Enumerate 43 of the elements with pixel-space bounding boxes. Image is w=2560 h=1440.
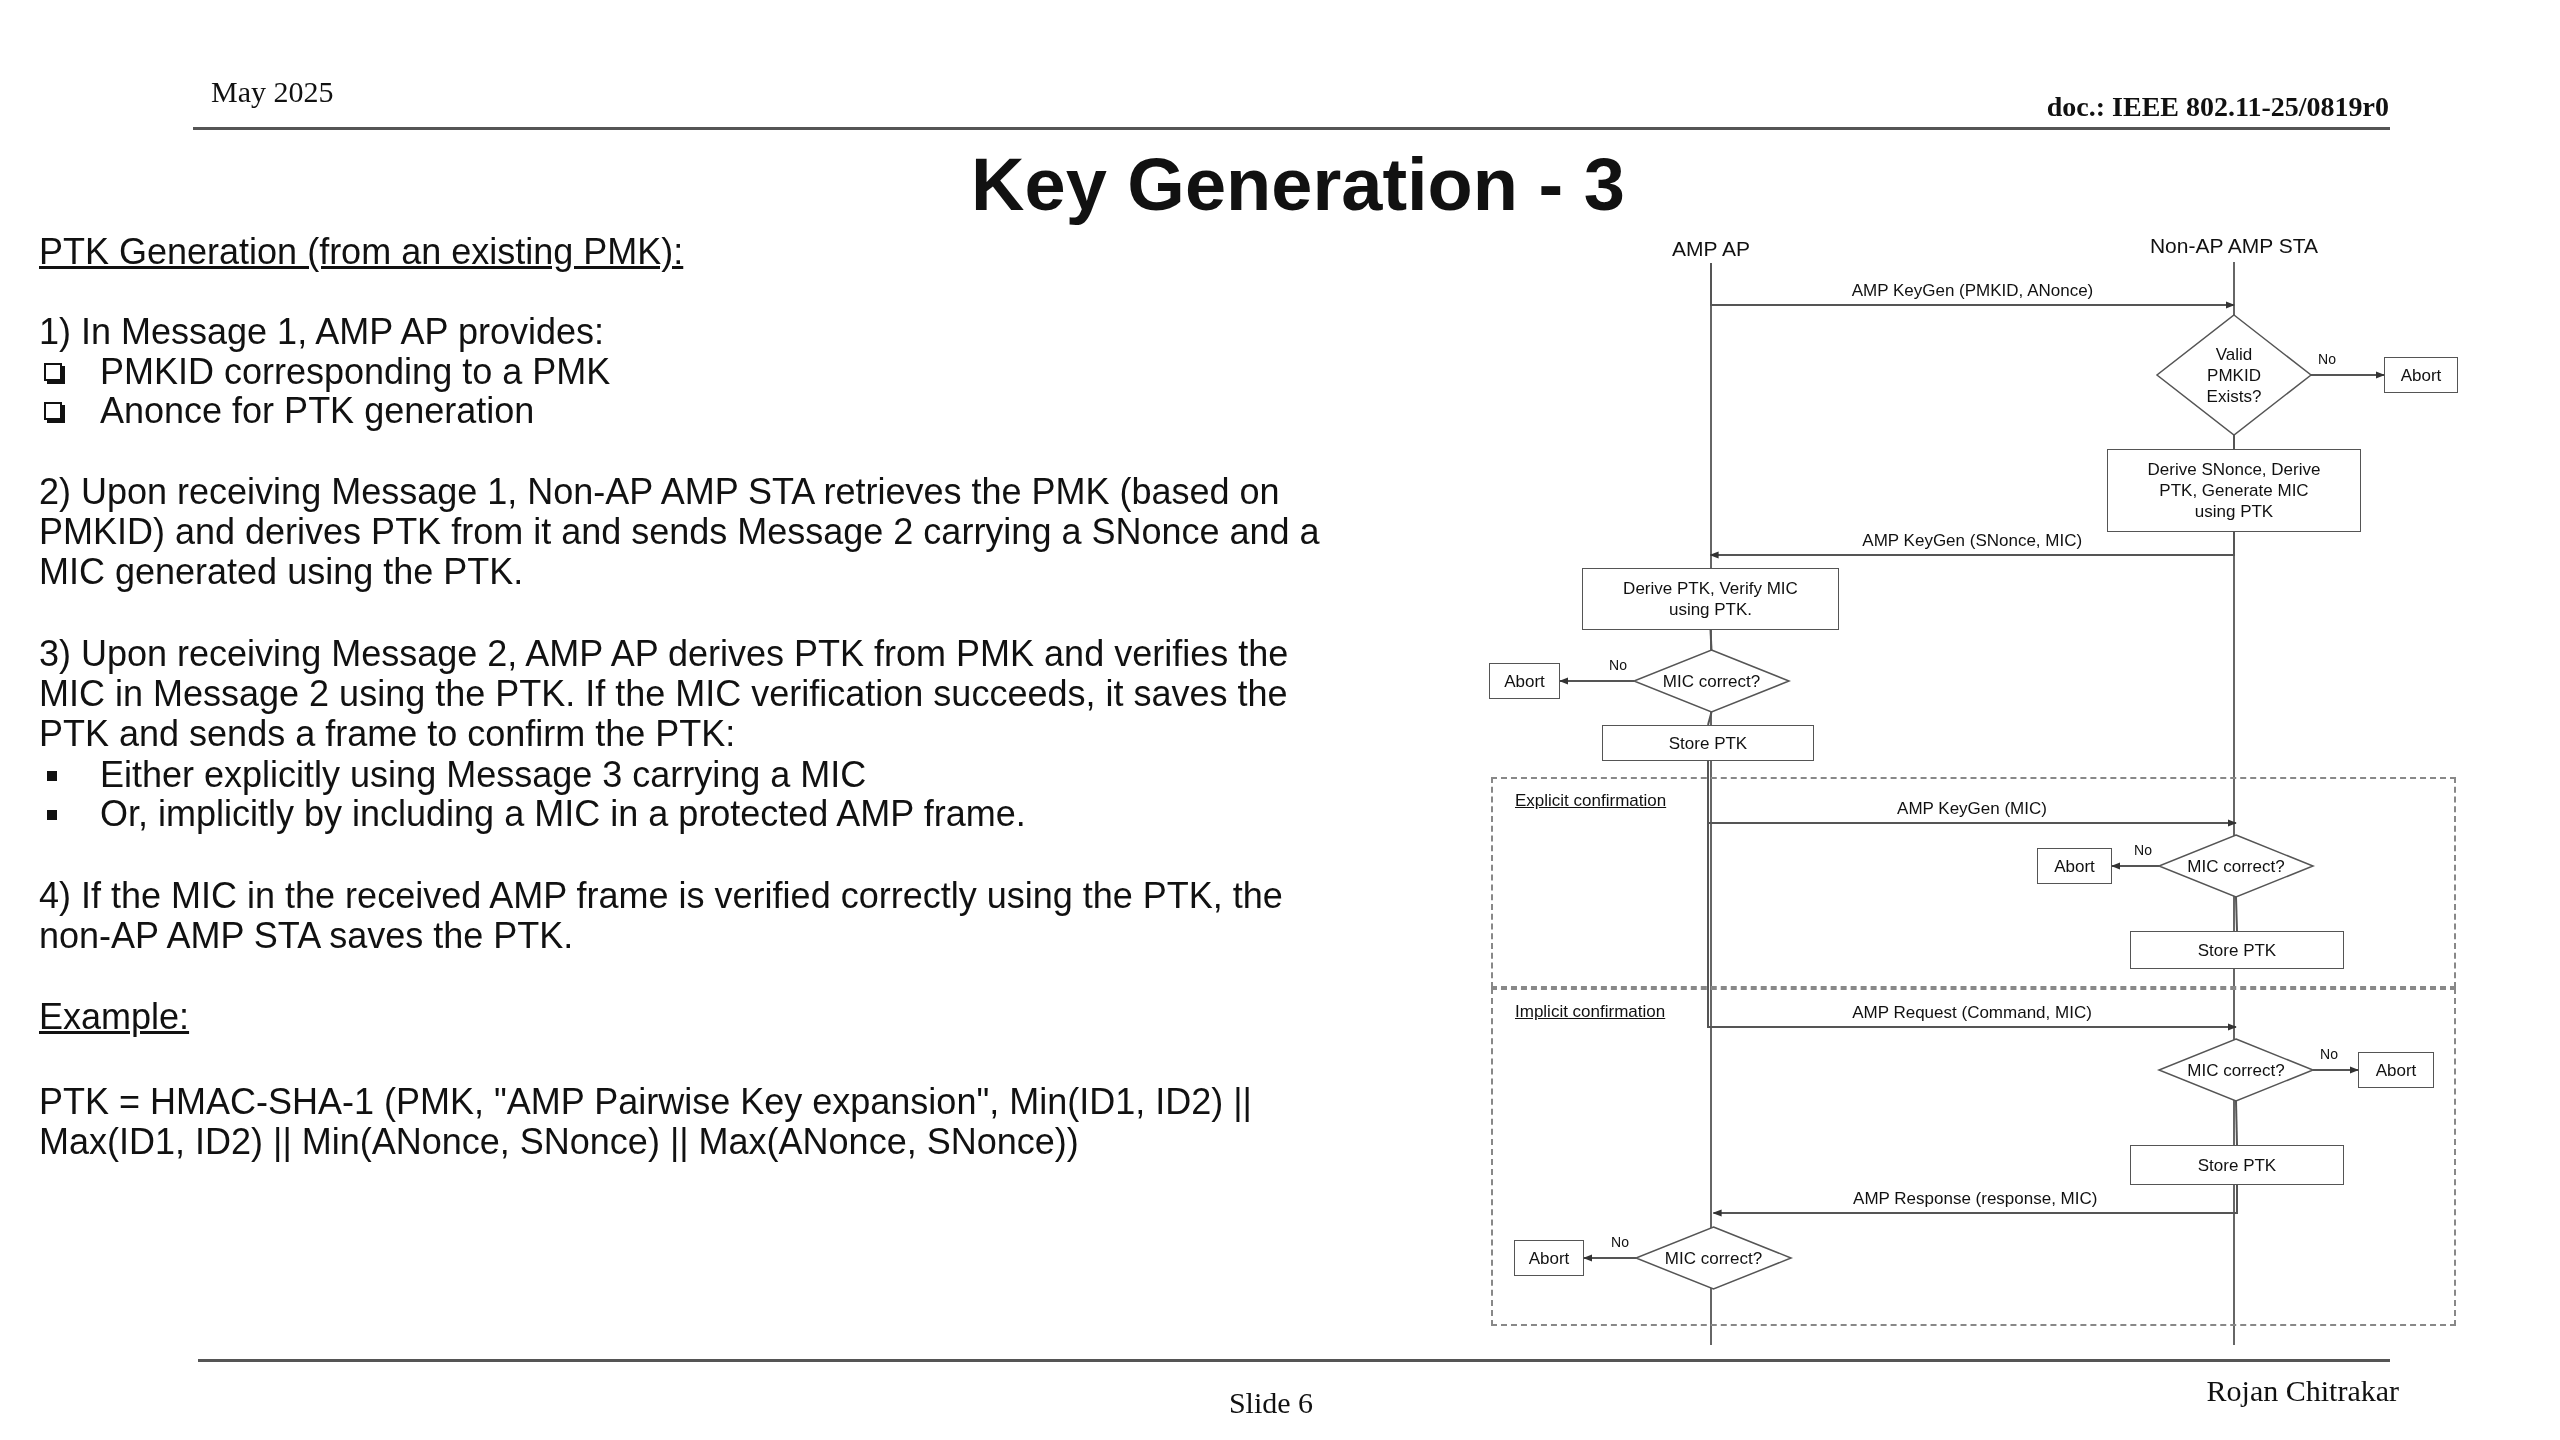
process-box: Store PTK: [2130, 1145, 2344, 1185]
paragraph: 2) Upon receiving Message 1, Non-AP AMP STA retrieves the PMK (based on PMKID) and derives PTK from it and sends Message 2 carrying a SNonce and a MIC generated using the PTK.: [39, 472, 1321, 592]
bullet-item: Or, implicitly by including a MIC in a protected AMP frame.: [100, 794, 1027, 834]
author-name: Rojan Chitrakar: [2206, 1374, 2399, 1408]
process-box: Abort: [1489, 663, 1560, 699]
slide-title: Key Generation - 3: [970, 142, 1626, 228]
decision-diamond: MIC correct?: [1636, 1227, 1791, 1289]
formula-text: PTK = HMAC-SHA-1 (PMK, "AMP Pairwise Key expansion", Min(ID1, ID2) || Max(ID1, ID2) || Min(ANonce, SNonce) || Max(ANonce, SNonce)): [39, 1082, 1253, 1162]
decision-diamond: MIC correct?: [1634, 650, 1789, 712]
arrow: [1583, 1254, 1637, 1262]
bullet-item: Anonce for PTK generation: [100, 391, 536, 431]
arrow: [1710, 262, 2235, 309]
decision-diamond: MIC correct?: [2159, 835, 2313, 897]
arrow: [1559, 677, 1635, 685]
decision-diamond: Valid PMKID Exists?: [2157, 315, 2311, 435]
group-title: Implicit confirmation: [1515, 1002, 1666, 1022]
arrow: [1709, 531, 2235, 559]
list-item: 1) In Message 1, AMP AP provides:: [39, 312, 605, 352]
process-box: Abort: [1514, 1240, 1584, 1276]
process-box: Store PTK: [1602, 725, 1814, 761]
process-box: Store PTK: [2130, 931, 2344, 969]
process-box: Abort: [2358, 1052, 2434, 1088]
group-title: Explicit confirmation: [1515, 791, 1667, 811]
participant-label: AMP AP: [1651, 233, 1771, 263]
paragraph: 3) Upon receiving Message 2, AMP AP derives PTK from PMK and verifies the MIC in Message 2 using the PTK. If the MIC verification succeeds, it saves the PTK and sends a frame to confirm the PTK:: [39, 634, 1290, 754]
participant-label: Non-AP AMP STA: [2139, 230, 2329, 260]
arrow: [2111, 862, 2160, 870]
document-number: doc.: IEEE 802.11-25/0819r0: [2046, 90, 2389, 124]
date-text: May 2025: [211, 75, 334, 109]
slide-number: Slide 6: [1227, 1386, 1315, 1420]
section-heading: PTK Generation (from an existing PMK):: [39, 232, 685, 272]
bullet-item: PMKID corresponding to a PMK: [100, 352, 612, 392]
process-box: Derive PTK, Verify MIC using PTK.: [1582, 568, 1839, 630]
arrow: [1712, 1184, 2238, 1217]
paragraph: 4) If the MIC in the received AMP frame is verified correctly using the PTK, the non-AP AMP STA saves the PTK.: [39, 876, 1284, 956]
process-box: Derive SNonce, Derive PTK, Generate MIC using PTK: [2107, 449, 2361, 532]
decision-diamond: MIC correct?: [2159, 1039, 2313, 1101]
process-box: Abort: [2037, 848, 2112, 884]
process-box: Abort: [2384, 357, 2458, 393]
arrow: [2312, 1066, 2359, 1074]
arrow: [2310, 371, 2385, 379]
bullet-item: Either explicitly using Message 3 carrying a MIC: [100, 755, 868, 795]
example-heading: Example:: [39, 997, 191, 1037]
